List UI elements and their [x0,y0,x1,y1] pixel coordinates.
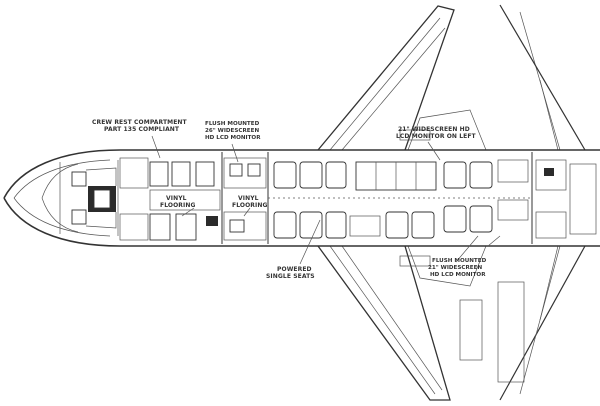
powered-seats-label: POWERED SINGLE SEATS [266,266,315,280]
vinyl-flooring-aft-label: VINYL FLOORING [232,195,268,209]
svg-text:PART 135 COMPLIANT: PART 135 COMPLIANT [104,126,180,133]
fuselage-outline [3,149,600,247]
vinyl-flooring-forward-label: VINYL FLOORING [160,195,196,209]
lavatory-area [223,152,269,244]
svg-text:POWERED: POWERED [277,266,312,273]
flush-mounted-26-label: FLUSH MOUNTED 26" WIDESCREEN HD LCD MONI… [205,121,261,141]
svg-text:FLOORING: FLOORING [232,202,268,209]
upper-wing [317,4,586,151]
svg-text:SINGLE SEATS: SINGLE SEATS [266,273,315,280]
svg-text:21" WIDESCREEN: 21" WIDESCREEN [428,265,482,271]
svg-text:CREW REST COMPARTMENT: CREW REST COMPARTMENT [92,119,188,126]
cabin-seats [273,152,597,244]
svg-text:21" WIDESCREEN HD: 21" WIDESCREEN HD [398,126,470,133]
flush-mounted-21-bottom-label: FLUSH MOUNTED 21" WIDESCREEN HD LCD MONI… [428,258,487,278]
svg-text:FLOORING: FLOORING [160,202,196,209]
svg-text:HD LCD MONITOR: HD LCD MONITOR [205,135,261,141]
leader-lines [151,135,501,265]
lower-wing [317,245,586,401]
svg-text:VINYL: VINYL [166,195,187,202]
forward-galley [119,152,223,244]
svg-text:VINYL: VINYL [238,195,259,202]
crew-rest-label: CREW REST COMPARTMENT PART 135 COMPLIANT [92,119,188,133]
widescreen-21-top-label: 21" WIDESCREEN HD LCD MONITOR ON LEFT [396,126,477,140]
svg-text:FLUSH MOUNTED: FLUSH MOUNTED [205,121,260,127]
svg-text:FLUSH MOUNTED: FLUSH MOUNTED [432,258,487,264]
svg-text:HD LCD MONITOR: HD LCD MONITOR [430,272,486,278]
svg-text:LCD MONITOR ON LEFT: LCD MONITOR ON LEFT [396,133,477,140]
svg-text:26" WIDESCREEN: 26" WIDESCREEN [205,128,259,134]
cockpit [71,160,119,236]
